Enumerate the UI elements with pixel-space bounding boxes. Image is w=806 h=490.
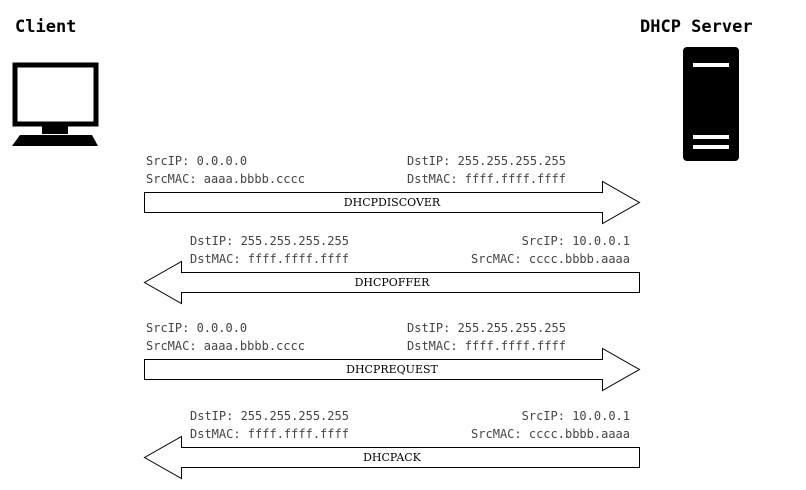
ack-src-ip: SrcIP: 10.0.0.1 [521,409,630,423]
request-dst-mac: DstMAC: ffff.ffff.ffff [407,339,566,353]
msg-label-dhcpoffer: DHCPOFFER [355,276,431,289]
server-title: DHCP Server [640,17,753,37]
monitor-icon [12,62,99,146]
client-title: Client [15,17,77,37]
request-src-ip: SrcIP: 0.0.0.0 [146,321,248,335]
server-tower-icon [683,47,739,161]
arrow-dhcpack: DHCPACK [143,435,640,480]
offer-dst-mac: DstMAC: ffff.ffff.ffff [190,252,349,266]
offer-src-ip: SrcIP: 10.0.0.1 [521,234,630,248]
discover-src-ip: SrcIP: 0.0.0.0 [146,154,248,168]
ack-dst-ip: DstIP: 255.255.255.255 [190,409,349,423]
arrow-dhcpdiscover: DHCPDISCOVER [144,180,641,225]
msg-label-dhcprequest: DHCPREQUEST [346,363,438,376]
discover-dst-mac: DstMAC: ffff.ffff.ffff [407,172,566,186]
request-src-mac: SrcMAC: aaaa.bbbb.cccc [146,339,305,353]
msg-label-dhcpack: DHCPACK [363,451,422,464]
ack-dst-mac: DstMAC: ffff.ffff.ffff [190,427,349,441]
discover-dst-ip: DstIP: 255.255.255.255 [407,154,566,168]
arrow-dhcpoffer: DHCPOFFER [143,260,640,305]
arrow-dhcprequest: DHCPREQUEST [144,347,641,392]
ack-src-mac: SrcMAC: cccc.bbbb.aaaa [471,427,630,441]
request-dst-ip: DstIP: 255.255.255.255 [407,321,566,335]
offer-src-mac: SrcMAC: cccc.bbbb.aaaa [471,252,630,266]
discover-src-mac: SrcMAC: aaaa.bbbb.cccc [146,172,305,186]
offer-dst-ip: DstIP: 255.255.255.255 [190,234,349,248]
msg-label-dhcpdiscover: DHCPDISCOVER [344,196,441,209]
